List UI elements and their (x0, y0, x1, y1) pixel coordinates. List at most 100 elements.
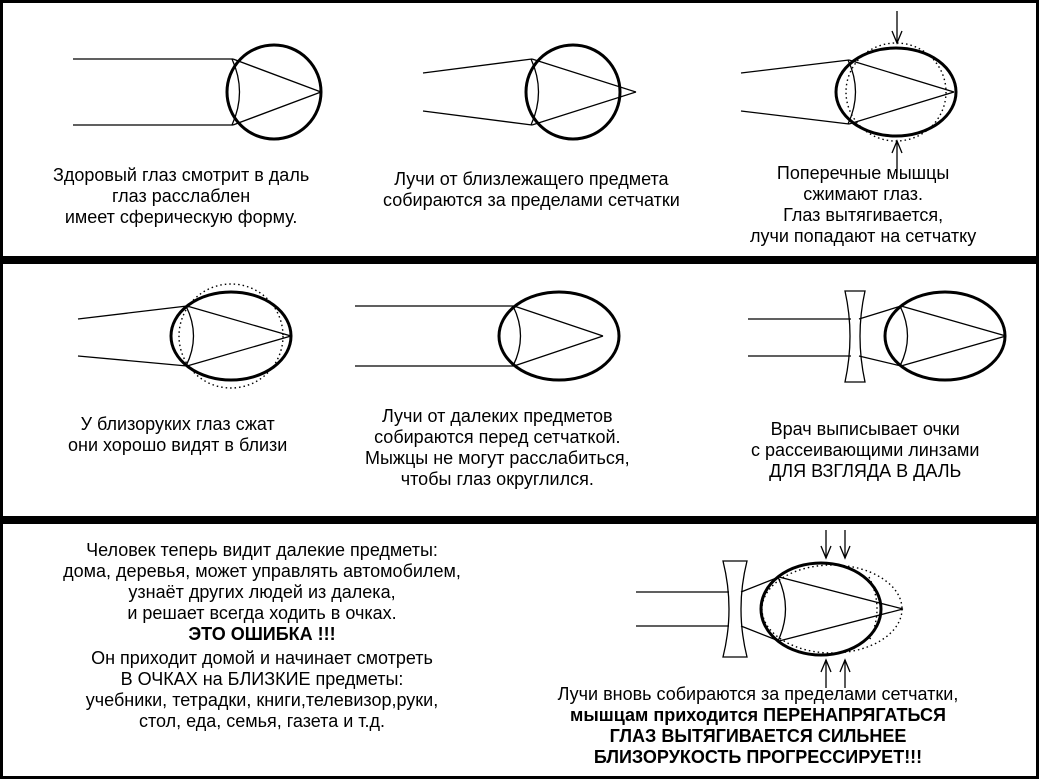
caption-line: У близоруких глаз сжат (80, 414, 275, 434)
caption-line: ДЛЯ ВЗГЛЯДА В ДАЛЬ (769, 461, 962, 481)
original-eye-outline (178, 283, 284, 389)
story-text: Человек теперь видит далекие предметы: д… (17, 540, 507, 732)
caption-healthy-eye: Здоровый глаз смотрит в даль глаз рассла… (53, 165, 309, 228)
focused-ray (778, 576, 904, 610)
eye-lens (231, 58, 241, 126)
diverging-lens-icon (844, 290, 866, 383)
arrow-down-icon (839, 530, 851, 560)
panel-middle-figures (77, 283, 1007, 389)
caption-line: Здоровый глаз смотрит в даль (53, 165, 310, 185)
caption-line: собираются перед сетчаткой. (374, 427, 621, 447)
focused-ray (513, 335, 604, 367)
arrow-up-icon (891, 139, 903, 173)
elongated-eye-diagram (740, 11, 958, 173)
eye-lens (777, 576, 787, 642)
focused-ray (848, 91, 955, 125)
eyeball (759, 561, 883, 657)
eyeball (497, 290, 621, 382)
arrow-up-icon (820, 658, 832, 688)
diverged-ray (858, 305, 902, 320)
light-ray (77, 355, 188, 367)
eyeball (834, 46, 958, 138)
caption-line: собираются за пределами сетчатки (383, 190, 680, 210)
panel-top-figures (73, 11, 958, 173)
overstrained-eye-diagram (636, 530, 904, 688)
diverging-lens-icon (722, 560, 748, 658)
caption-line: Поперечные мышцы (776, 163, 950, 183)
conclusion-text: Лучи вновь собираются за пределами сетча… (508, 684, 1008, 768)
caption-elongated-eye: Поперечные мышцы сжимают глаз. Глаз вытя… (750, 163, 976, 247)
story-line: стол, еда, семья, газета и т.д. (138, 711, 386, 731)
story-line: Человек теперь видит далекие предметы: (86, 540, 438, 560)
focused-ray (900, 335, 1007, 367)
eyeball (524, 43, 622, 141)
focused-ray (232, 58, 322, 93)
panel-bottom: Человек теперь видит далекие предметы: д… (3, 524, 1036, 776)
eye-lens (847, 59, 857, 125)
panel-bottom-figures (636, 530, 904, 688)
near-object-eye-diagram (422, 43, 637, 141)
focused-ray (232, 91, 322, 126)
story-line: дома, деревья, может управлять автомобил… (63, 561, 461, 581)
caption-line: Лучи от далеких предметов (382, 406, 613, 426)
story-line: В ОЧКАХ на БЛИЗКИЕ предметы: (120, 669, 404, 689)
caption-line: чтобы глаз округлился. (400, 469, 594, 489)
caption-line: лучи попадают на сетчатку (750, 226, 977, 246)
caption-myopic-eye: У близоруких глаз сжат они хорошо видят … (68, 414, 287, 456)
conclusion-line: мышцам приходится ПЕРЕНАПРЯГАТЬСЯ (570, 705, 946, 725)
caption-line: сжимают глаз. (803, 184, 924, 204)
focused-ray (531, 91, 637, 126)
eyeball (169, 290, 293, 382)
myopic-eye-diagram (77, 283, 293, 389)
caption-line: с рассеивающими линзами (751, 440, 980, 460)
light-ray (422, 110, 533, 126)
story-line: и решает всегда ходить в очках. (127, 603, 397, 623)
caption-line: Врач выписывает очки (770, 419, 960, 439)
focused-ray (513, 305, 604, 337)
eye-lens (185, 305, 195, 367)
caption-far-object: Лучи от далеких предметов собираются пер… (365, 406, 630, 490)
story-line: Он приходит домой и начинает смотреть (91, 648, 433, 668)
healthy-eye-diagram (73, 43, 323, 141)
arrow-down-icon (820, 530, 832, 560)
caption-line: Глаз вытягивается, (783, 205, 944, 225)
far-object-eye-diagram (355, 290, 621, 382)
focused-ray (778, 608, 904, 642)
eye-lens (530, 58, 540, 126)
caption-line: Мыжцы не могут расслабиться, (365, 448, 630, 468)
caption-line: Лучи от близлежащего предмета (394, 169, 669, 189)
focused-ray (186, 335, 292, 367)
eye-lens (512, 305, 522, 367)
focused-ray (186, 305, 292, 337)
story-line: учебники, тетрадки, книги,телевизор,руки… (85, 690, 439, 710)
conclusion-line: ГЛАЗ ВЫТЯГИВАЕТСЯ СИЛЬНЕЕ (609, 726, 907, 746)
original-eye-outline (845, 42, 947, 142)
light-ray (77, 305, 188, 320)
caption-glasses: Врач выписывает очки с рассеивающими лин… (751, 419, 979, 482)
warning-text: ЭТО ОШИБКА !!! (188, 624, 336, 644)
light-ray (740, 59, 850, 74)
light-ray (422, 58, 533, 74)
diverged-ray (740, 625, 780, 642)
arrow-down-icon (891, 11, 903, 45)
panel-top: Здоровый глаз смотрит в даль глаз рассла… (3, 3, 1036, 256)
focused-ray (900, 305, 1007, 337)
story-line: узнаёт других людей из далека, (128, 582, 396, 602)
caption-line: имеет сферическую форму. (64, 207, 298, 227)
conclusion-line: Лучи вновь собираются за пределами сетча… (557, 684, 959, 704)
focused-ray (848, 59, 955, 93)
eye-lens (899, 305, 909, 367)
light-ray (740, 110, 850, 125)
diverged-ray (858, 355, 902, 367)
arrow-up-icon (839, 658, 851, 688)
focused-ray (531, 58, 637, 93)
caption-line: они хорошо видят в близи (68, 435, 288, 455)
eyeball (225, 43, 323, 141)
eyeball (883, 290, 1007, 382)
corrected-eye-diagram (748, 290, 1007, 383)
conclusion-line: БЛИЗОРУКОСТЬ ПРОГРЕССИРУЕТ!!! (593, 747, 923, 767)
caption-line: глаз расслаблен (111, 186, 251, 206)
diverged-ray (740, 576, 780, 593)
caption-near-object: Лучи от близлежащего предмета собираются… (383, 169, 680, 211)
panel-middle: У близоруких глаз сжат они хорошо видят … (3, 264, 1036, 516)
